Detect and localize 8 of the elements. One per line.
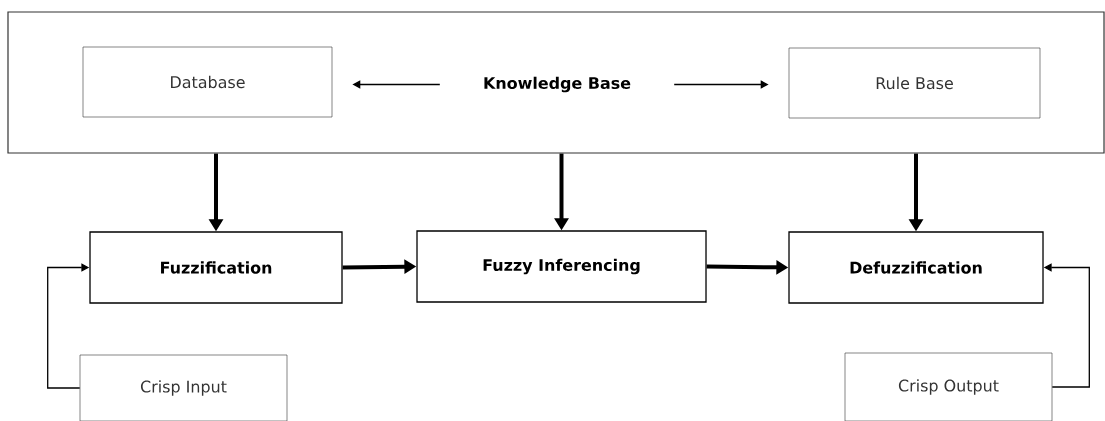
component-box: Crisp Input [79,354,288,421]
process-box: Fuzzification [89,231,343,304]
process-box: Fuzzy Inferencing [416,230,707,303]
component-box: Database [82,46,333,118]
process-box: Defuzzification [788,231,1044,304]
component-box: Rule Base [788,47,1041,119]
component-box: Crisp Output [844,352,1053,421]
heading-text: Knowledge Base [484,76,631,93]
